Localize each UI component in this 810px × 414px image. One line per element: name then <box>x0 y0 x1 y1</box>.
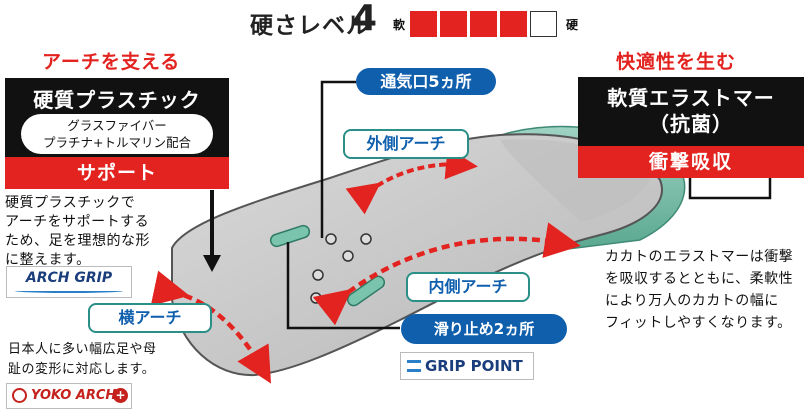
elastomer-desc-line: カカトのエラストマーは衝撃 <box>605 249 794 265</box>
inner-arch-arrow <box>312 222 581 326</box>
support-desc-line: に整えます。 <box>5 252 91 268</box>
hardness-scale <box>410 11 557 37</box>
elastomer-desc-line: フィットしやすくなります。 <box>605 315 792 331</box>
elastomer-panel: 軟質エラストマー （抗菌） <box>578 77 804 147</box>
support-desc-line: ため、足を理想的な形 <box>5 233 150 249</box>
elastomer-description: カカトのエラストマーは衝撃 を吸収するとともに、柔軟性 により万人のカカトの幅に… <box>605 246 807 334</box>
composition-pill: グラスファイバー プラチナ+トルマリン配合 <box>21 114 213 154</box>
lateral-arch-description: 日本人に多い幅広足や母 趾の変形に対応します。 <box>8 340 218 380</box>
hardness-box-filled <box>440 11 467 37</box>
wave-icon <box>15 289 123 293</box>
hardness-box-filled <box>410 11 437 37</box>
hardness-box-filled <box>470 11 497 37</box>
composition-line1: グラスファイバー <box>67 118 167 133</box>
grip-point-logo: GRIP POINT <box>400 352 534 380</box>
inner-arch-label: 内側アーチ <box>406 272 530 302</box>
elastomer-title-line1: 軟質エラストマー <box>607 86 775 110</box>
foot-icon <box>12 388 27 403</box>
arch-grip-logo: ARCH GRIP <box>6 266 132 298</box>
lateral-arch-label: 横アーチ <box>88 303 212 333</box>
hardness-level: 4 <box>352 0 378 39</box>
vent-hole <box>360 233 372 245</box>
composition-line2: プラチナ+トルマリン配合 <box>43 135 191 150</box>
hard-plastic-title: 硬質プラスチック <box>33 88 201 112</box>
grip-pointer <box>286 242 400 330</box>
outer-arch-arrow <box>345 147 478 215</box>
vent-hole <box>325 233 337 245</box>
vent-pointer <box>320 80 356 238</box>
grip-icon <box>407 360 421 372</box>
support-desc-line: 硬質プラスチックで <box>5 195 136 211</box>
support-bar: サポート <box>5 157 229 189</box>
hardness-title: 硬さレベル <box>250 13 370 39</box>
plus-icon: + <box>113 388 128 403</box>
elastomer-title-line2: （抗菌） <box>649 112 733 136</box>
grip-label: 滑り止め2ヵ所 <box>401 314 567 344</box>
arch-grip-logo-text: ARCH GRIP <box>25 270 113 286</box>
comfort-heading: 快適性を生む <box>616 51 737 73</box>
elastomer-desc-line: を吸収するとともに、柔軟性 <box>605 271 794 287</box>
hard-plastic-panel: 硬質プラスチック グラスファイバー プラチナ+トルマリン配合 <box>5 78 229 158</box>
elastomer-title: 軟質エラストマー （抗菌） <box>578 85 804 137</box>
hardness-box-filled <box>500 11 527 37</box>
support-desc-line: アーチをサポートする <box>5 214 150 230</box>
lateral-arch-arrow <box>150 270 272 384</box>
hardness-soft-label: 軟 <box>393 18 406 32</box>
vent-label: 通気口5ヵ所 <box>356 68 496 95</box>
vent-hole <box>342 250 354 262</box>
vent-hole <box>312 269 324 281</box>
grip-point-logo-text: GRIP POINT <box>425 357 523 375</box>
elastomer-desc-line: により万人のカカトの幅に <box>605 293 779 309</box>
lateral-desc-line: 趾の変形に対応します。 <box>8 362 156 377</box>
vent-hole <box>310 292 322 304</box>
lateral-desc-line: 日本人に多い幅広足や母 <box>8 342 157 357</box>
outer-arch-label: 外側アーチ <box>343 129 469 159</box>
support-heading: アーチを支える <box>42 51 181 73</box>
hardness-hard-label: 硬 <box>566 18 579 32</box>
hardness-box-empty <box>530 11 557 37</box>
impact-bar: 衝撃吸収 <box>578 146 804 178</box>
yoko-arch-logo: YOKO ARCH + <box>6 383 132 409</box>
support-description: 硬質プラスチックで アーチをサポートする ため、足を理想的な形 に整えます。 <box>5 194 175 270</box>
impact-pointer <box>688 178 772 200</box>
yoko-arch-logo-text: YOKO ARCH <box>31 388 117 403</box>
